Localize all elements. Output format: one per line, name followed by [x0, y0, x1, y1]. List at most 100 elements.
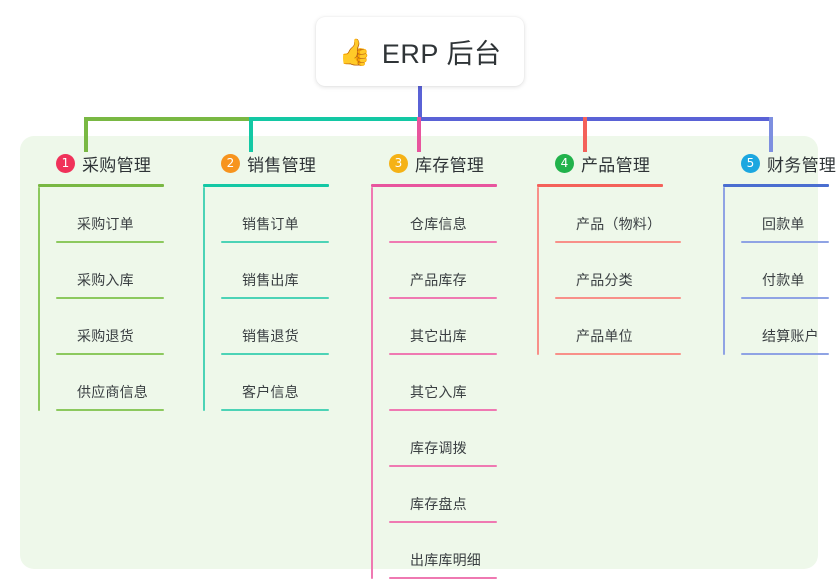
leaf-item-label: 采购订单 — [77, 216, 134, 232]
leaf-item-underline — [741, 297, 829, 299]
leaf-item[interactable]: 其它入库 — [389, 355, 497, 411]
leaf-item[interactable]: 供应商信息 — [56, 355, 164, 411]
branch-underline-4 — [537, 184, 663, 187]
leaf-item-underline — [389, 409, 497, 411]
leaf-item-label: 采购入库 — [77, 272, 134, 288]
leaf-item-underline — [555, 353, 681, 355]
leaf-item-underline — [221, 409, 329, 411]
leaf-item[interactable]: 库存盘点 — [389, 467, 497, 523]
leaf-item-underline — [389, 353, 497, 355]
leaf-item-label: 结算账户 — [762, 328, 819, 344]
leaf-item-label: 产品库存 — [410, 272, 467, 288]
branch-badge-2: 2 — [221, 153, 240, 173]
leaf-item-underline — [56, 297, 164, 299]
branch-column-3: 3 库存管理仓库信息产品库存其它出库其它入库库存调拨库存盘点出库库明细 — [371, 150, 497, 579]
branch-spine-5 — [723, 187, 725, 355]
leaf-item[interactable]: 其它出库 — [389, 299, 497, 355]
branch-column-1: 1 采购管理采购订单采购入库采购退货供应商信息 — [38, 150, 164, 411]
leaf-item-label: 客户信息 — [242, 384, 299, 400]
branch-badge-4: 4 — [555, 153, 574, 173]
branch-title-1: 采购管理 — [82, 155, 152, 175]
leaf-item[interactable]: 采购入库 — [56, 243, 164, 299]
leaf-item[interactable]: 产品分类 — [555, 243, 681, 299]
leaf-item-label: 库存盘点 — [410, 496, 467, 512]
leaf-item-label: 回款单 — [762, 216, 805, 232]
leaf-item[interactable]: 出库库明细 — [389, 523, 497, 579]
branch-header-4[interactable]: 4 产品管理 — [537, 150, 663, 176]
leaf-item-label: 销售订单 — [242, 216, 299, 232]
leaf-item[interactable]: 采购退货 — [56, 299, 164, 355]
branch-spine-1 — [38, 187, 40, 411]
branches-panel — [20, 136, 818, 569]
branch-header-5[interactable]: 5 财务管理 — [723, 150, 836, 176]
leaf-item[interactable]: 仓库信息 — [389, 187, 497, 243]
branch-badge-1: 1 — [56, 153, 75, 173]
branch-items-2: 销售订单销售出库销售退货客户信息 — [203, 187, 329, 411]
root-node[interactable]: 👍 ERP 后台 — [316, 17, 524, 86]
leaf-item-label: 销售出库 — [242, 272, 299, 288]
branch-title-5: 财务管理 — [767, 155, 837, 175]
leaf-item[interactable]: 采购订单 — [56, 187, 164, 243]
leaf-item-underline — [389, 241, 497, 243]
branch-underline-3 — [371, 184, 497, 187]
branch-title-2: 销售管理 — [247, 155, 317, 175]
leaf-item-underline — [389, 465, 497, 467]
branch-title-4: 产品管理 — [581, 155, 651, 175]
branch-spine-4 — [537, 187, 539, 355]
leaf-item-label: 其它出库 — [410, 328, 467, 344]
branch-column-4: 4 产品管理产品（物料） 产品分类产品单位 — [537, 150, 681, 355]
leaf-item[interactable]: 销售退货 — [221, 299, 329, 355]
leaf-item-underline — [56, 241, 164, 243]
branch-title-3: 库存管理 — [415, 155, 485, 175]
branch-header-1[interactable]: 1 采购管理 — [38, 150, 164, 176]
branch-badge-5: 5 — [741, 153, 760, 173]
leaf-item-underline — [221, 353, 329, 355]
thumbs-up-icon: 👍 — [338, 36, 371, 67]
leaf-item-label: 库存调拨 — [410, 440, 467, 456]
branch-items-4: 产品（物料） 产品分类产品单位 — [537, 187, 681, 355]
leaf-item[interactable]: 产品单位 — [555, 299, 681, 355]
leaf-item-label: 仓库信息 — [410, 216, 467, 232]
leaf-item[interactable]: 付款单 — [741, 243, 836, 299]
leaf-item-underline — [741, 353, 829, 355]
branch-items-1: 采购订单采购入库采购退货供应商信息 — [38, 187, 164, 411]
branch-column-5: 5 财务管理回款单付款单结算账户 — [723, 150, 836, 355]
leaf-item[interactable]: 库存调拨 — [389, 411, 497, 467]
leaf-item-label: 其它入库 — [410, 384, 467, 400]
branch-underline-2 — [203, 184, 329, 187]
leaf-item[interactable]: 产品（物料） — [555, 187, 681, 243]
leaf-item-label: 采购退货 — [77, 328, 134, 344]
leaf-item-underline — [221, 297, 329, 299]
leaf-item-underline — [221, 241, 329, 243]
leaf-item-underline — [741, 241, 829, 243]
leaf-item-label: 产品分类 — [576, 272, 633, 288]
branch-spine-3 — [371, 187, 373, 579]
leaf-item-label: 销售退货 — [242, 328, 299, 344]
leaf-item-underline — [555, 297, 681, 299]
leaf-item[interactable]: 产品库存 — [389, 243, 497, 299]
leaf-item-label: 产品单位 — [576, 328, 633, 344]
leaf-item-underline — [56, 353, 164, 355]
leaf-item[interactable]: 销售订单 — [221, 187, 329, 243]
leaf-item-underline — [389, 521, 497, 523]
leaf-item-label: 产品（物料） — [576, 216, 662, 232]
branch-header-3[interactable]: 3 库存管理 — [371, 150, 497, 176]
leaf-item-label: 供应商信息 — [77, 384, 148, 400]
branch-header-2[interactable]: 2 销售管理 — [203, 150, 329, 176]
leaf-item-label: 出库库明细 — [410, 552, 481, 568]
leaf-item-underline — [389, 297, 497, 299]
branch-spine-2 — [203, 187, 205, 411]
leaf-item[interactable]: 结算账户 — [741, 299, 836, 355]
leaf-item[interactable]: 客户信息 — [221, 355, 329, 411]
root-title: ERP 后台 — [381, 39, 502, 69]
branch-items-5: 回款单付款单结算账户 — [723, 187, 836, 355]
branch-items-3: 仓库信息产品库存其它出库其它入库库存调拨库存盘点出库库明细 — [371, 187, 497, 579]
leaf-item[interactable]: 销售出库 — [221, 243, 329, 299]
branch-column-2: 2 销售管理销售订单销售出库销售退货客户信息 — [203, 150, 329, 411]
leaf-item-underline — [555, 241, 681, 243]
leaf-item[interactable]: 回款单 — [741, 187, 836, 243]
leaf-item-underline — [56, 409, 164, 411]
branch-badge-3: 3 — [389, 153, 408, 173]
branch-underline-5 — [723, 184, 829, 187]
